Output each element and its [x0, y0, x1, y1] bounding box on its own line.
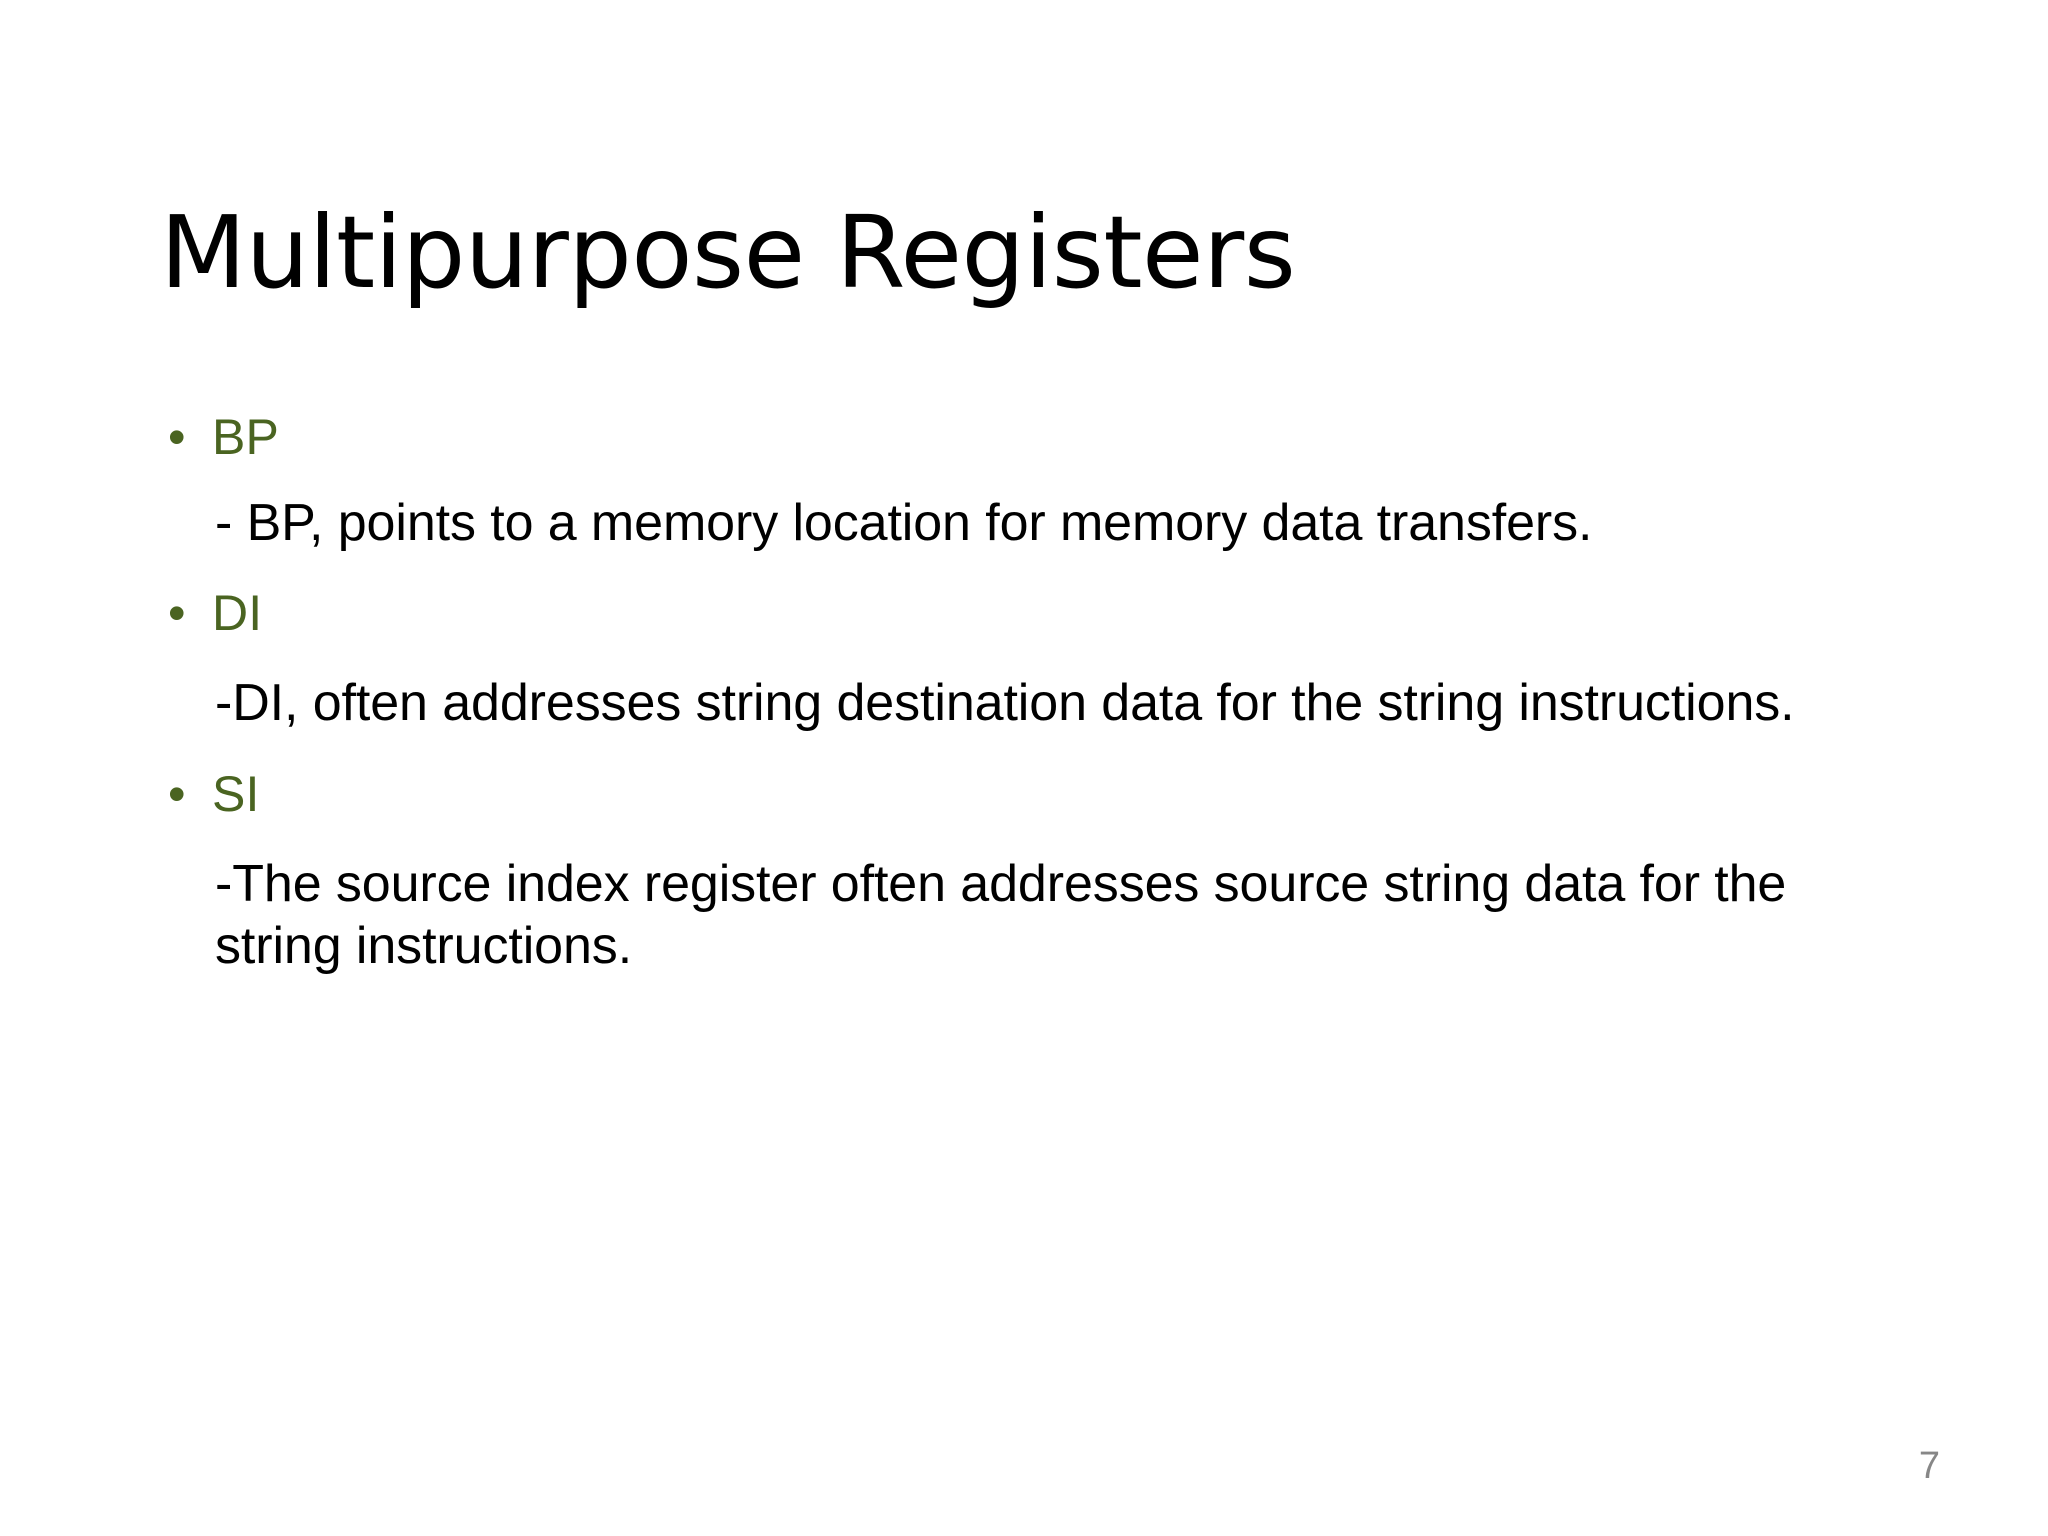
content-body: • BP - BP, points to a memory location f… — [160, 404, 1900, 978]
list-item-label: DI — [212, 585, 263, 642]
list-item-description: -DI, often addresses string destination … — [215, 674, 1795, 733]
spacer — [160, 646, 1900, 672]
list-item-label: BP — [212, 409, 280, 465]
spacer — [160, 554, 1900, 580]
page-title: Multipurpose Registers — [160, 194, 1296, 311]
page-number: 7 — [1918, 1445, 1940, 1487]
spacer — [160, 470, 1900, 492]
bullet-icon: • — [168, 585, 186, 642]
spacer — [160, 827, 1900, 853]
spacer — [160, 735, 1900, 761]
bullet-icon: • — [168, 765, 186, 822]
list-item: • SI — [160, 761, 1900, 827]
list-item-description: -The source index register often address… — [215, 854, 1787, 976]
bullet-icon: • — [168, 409, 186, 465]
list-item: • DI — [160, 580, 1900, 646]
list-item-label: SI — [212, 765, 260, 822]
list-item-description: - BP, points to a memory location for me… — [215, 494, 1593, 552]
list-item: • BP — [160, 404, 1900, 470]
